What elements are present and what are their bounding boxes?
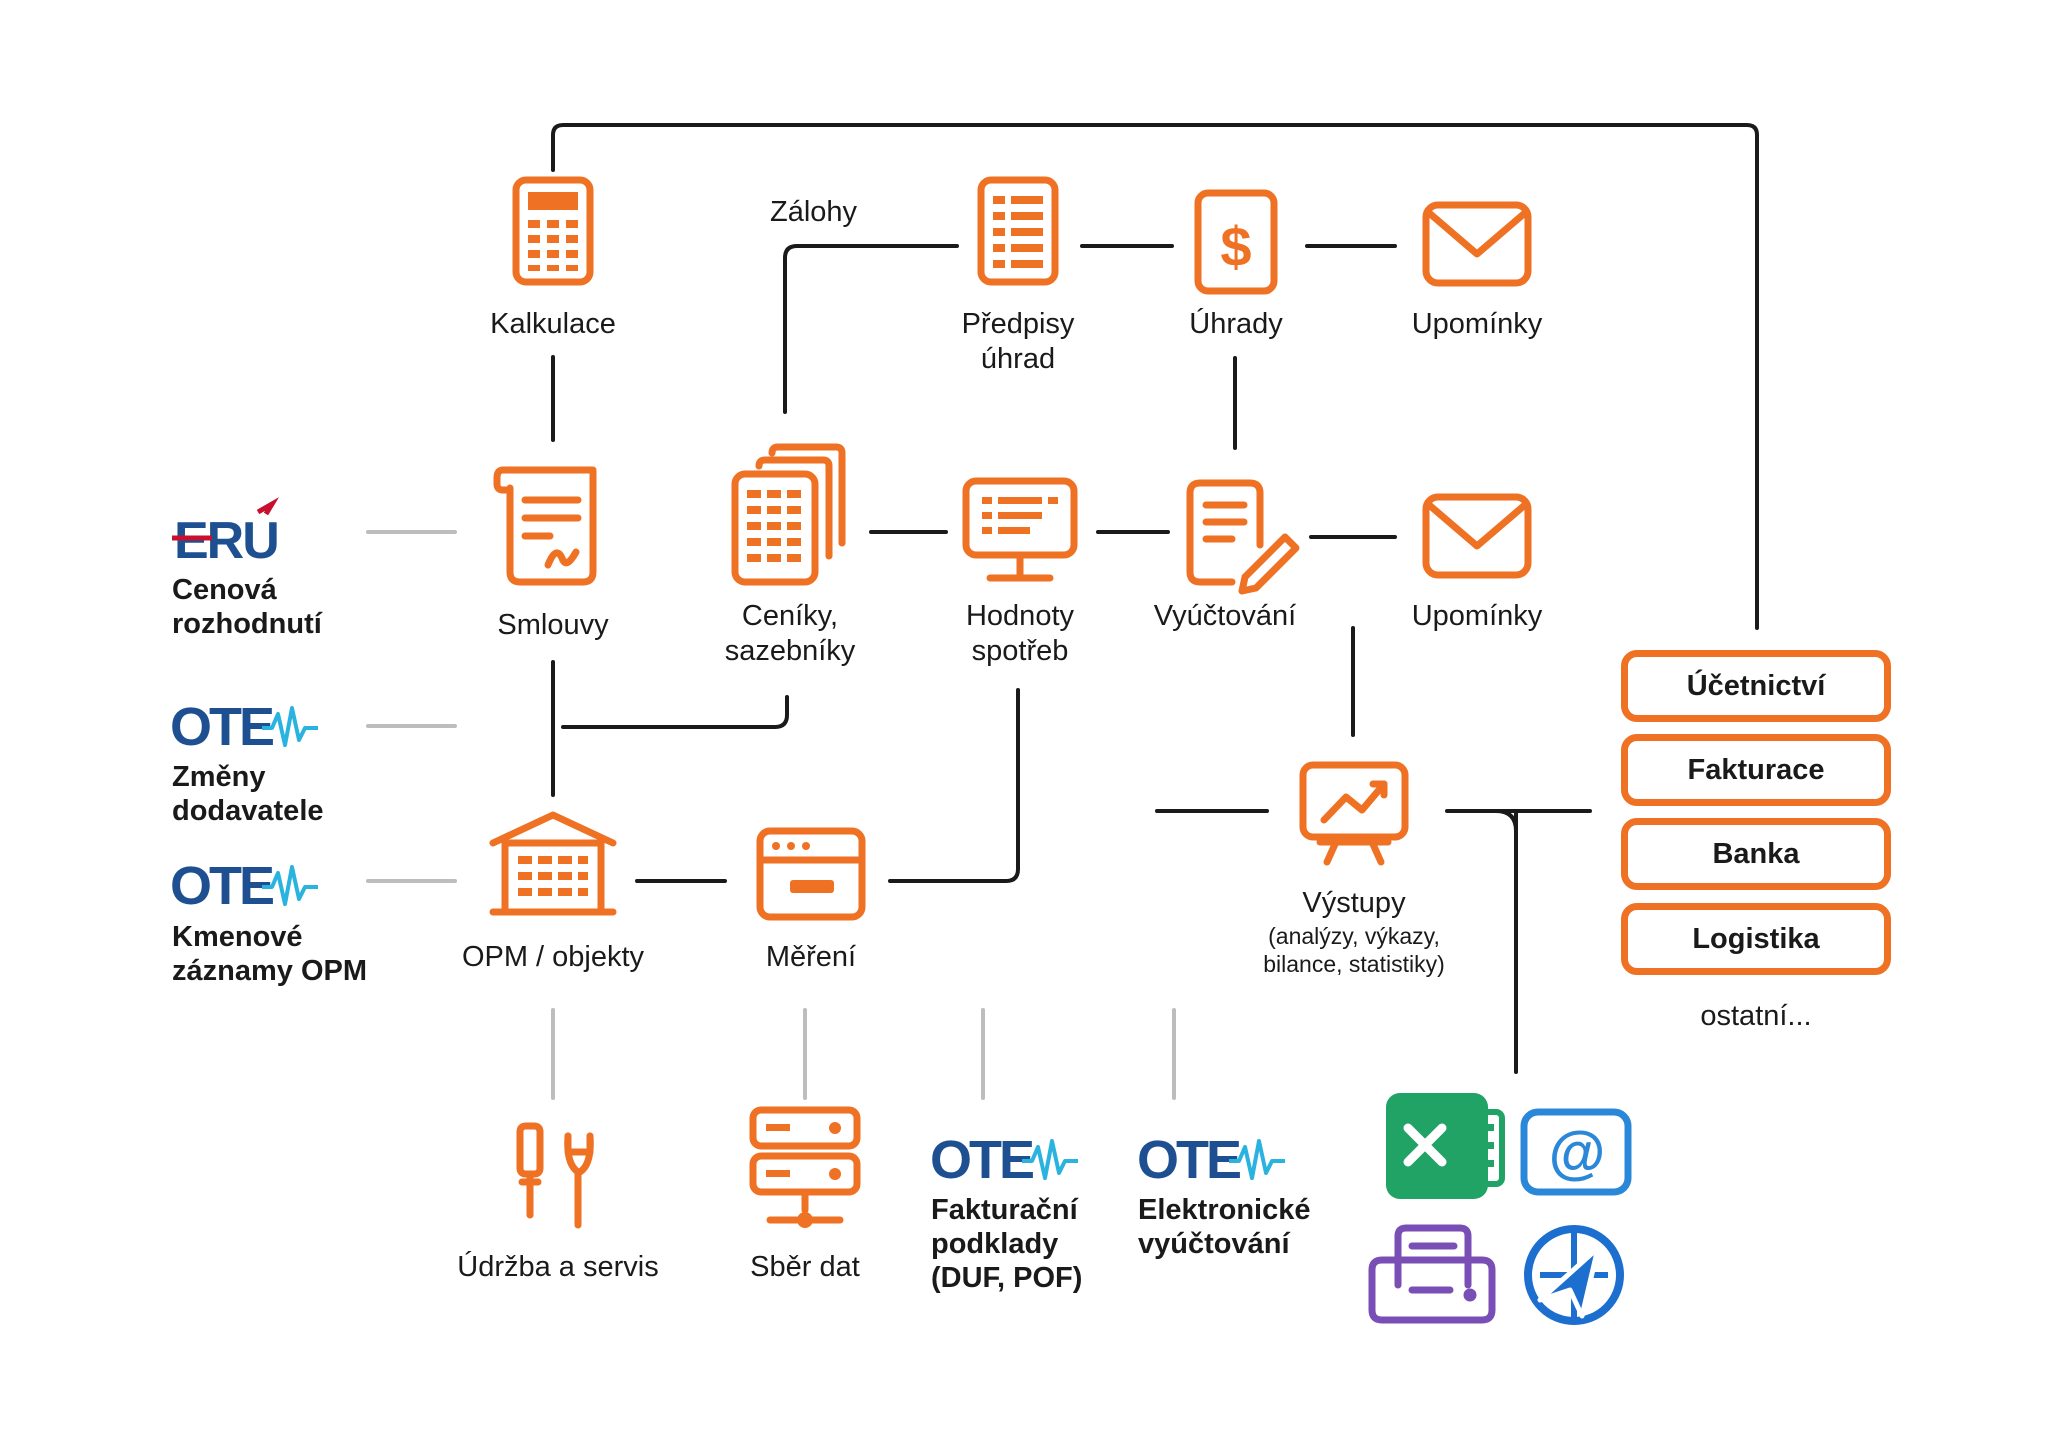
- line-branch-curve: [1494, 809, 1518, 833]
- label-predpisy-1: Předpisy: [961, 308, 1075, 340]
- label-predpisy-2: úhrad: [980, 343, 1056, 375]
- label-smlouvy: Smlouvy: [497, 609, 609, 641]
- label-hodnoty-2: spotřeb: [971, 635, 1069, 667]
- excel-icon: [1386, 1093, 1505, 1199]
- svg-text:OTE: OTE: [930, 1130, 1033, 1190]
- label-fakturacni: Fakturační: [931, 1194, 1078, 1226]
- label-vyuctovani-bottom: vyúčtování: [1138, 1228, 1290, 1260]
- label-udrzba: Údržba a servis: [457, 1251, 659, 1283]
- label-opm: OPM / objekty: [461, 941, 645, 973]
- label-elektronicke: Elektronické: [1138, 1194, 1311, 1226]
- label-mereni: Měření: [765, 941, 857, 973]
- web-icon: [1524, 1225, 1624, 1325]
- label-ceniky-2: sazebníky: [724, 635, 856, 667]
- ote-logo-2: OTE: [170, 856, 318, 916]
- label-vystupy-sub-2: bilance, statistiky): [1263, 951, 1445, 977]
- source-lines: [366, 530, 1176, 1100]
- document-list-icon: [977, 176, 1059, 286]
- email-icon: @: [1520, 1108, 1632, 1196]
- svg-text:@: @: [1549, 1120, 1606, 1185]
- ote-logo-3: OTE: [930, 1130, 1078, 1190]
- tools-icon: [516, 1122, 594, 1229]
- server-icon: [749, 1106, 861, 1228]
- eru-logo: ERU: [172, 497, 280, 570]
- price-list-stack-icon: [731, 443, 846, 586]
- connector-lines: [551, 123, 1759, 1074]
- label-ceniky-1: Ceníky,: [741, 600, 839, 632]
- svg-text:OTE: OTE: [1137, 1130, 1240, 1190]
- system-box-ucetnictvi: Účetnictví: [1621, 650, 1891, 722]
- calculator-icon: [512, 176, 594, 286]
- contract-icon: [493, 466, 597, 586]
- dollar-payment-icon: $: [1194, 189, 1278, 295]
- label-zmeny: Změny: [172, 761, 266, 793]
- line-kalkulace-to-systems: [551, 123, 1759, 630]
- label-cenova: Cenová: [172, 574, 277, 606]
- ote-logo-4: OTE: [1137, 1130, 1285, 1190]
- svg-text:ERU: ERU: [174, 512, 278, 570]
- label-kmenove: Kmenové: [172, 921, 303, 953]
- envelope-icon-top: [1422, 201, 1532, 287]
- line-zalohy: [783, 244, 959, 414]
- label-ostatni: ostatní...: [1700, 1000, 1812, 1032]
- label-upominky-mid: Upomínky: [1411, 600, 1543, 632]
- label-upominky-top: Upomínky: [1411, 308, 1543, 340]
- svg-text:OTE: OTE: [170, 697, 273, 757]
- system-box-banka: Banka: [1621, 818, 1891, 890]
- label-vystupy-sub-1: (analýzy, výkazy,: [1268, 923, 1440, 949]
- svg-text:$: $: [1220, 215, 1251, 278]
- printer-icon: [1368, 1224, 1496, 1324]
- presentation-chart-icon: [1299, 761, 1409, 866]
- envelope-icon-mid: [1422, 493, 1532, 579]
- svg-text:OTE: OTE: [170, 856, 273, 916]
- meter-icon: [756, 827, 866, 921]
- label-zaznamy: záznamy OPM: [172, 955, 367, 987]
- label-rozhodnuti: rozhodnutí: [172, 608, 322, 640]
- system-box-fakturace: Fakturace: [1621, 734, 1891, 806]
- label-vystupy: Výstupy: [1302, 887, 1406, 919]
- label-sber: Sběr dat: [750, 1251, 860, 1283]
- building-icon: [489, 811, 617, 916]
- label-kalkulace: Kalkulace: [490, 308, 616, 340]
- label-podklady: podklady: [931, 1228, 1059, 1260]
- monitor-icon: [962, 477, 1078, 582]
- label-duf-pof: (DUF, POF): [931, 1262, 1083, 1294]
- billing-pen-icon: [1186, 479, 1300, 595]
- label-dodavatele: dodavatele: [172, 795, 324, 827]
- label-uhrady: Úhrady: [1189, 308, 1283, 340]
- label-hodnoty-1: Hodnoty: [965, 600, 1074, 632]
- label-zalohy: Zálohy: [770, 196, 858, 228]
- system-box-logistika: Logistika: [1621, 903, 1891, 975]
- label-vyuctovani: Vyúčtování: [1153, 600, 1297, 632]
- line-mereni-hodnoty: [888, 688, 1020, 883]
- line-ceniky-opm: [561, 695, 789, 729]
- ote-logo-1: OTE: [170, 697, 318, 757]
